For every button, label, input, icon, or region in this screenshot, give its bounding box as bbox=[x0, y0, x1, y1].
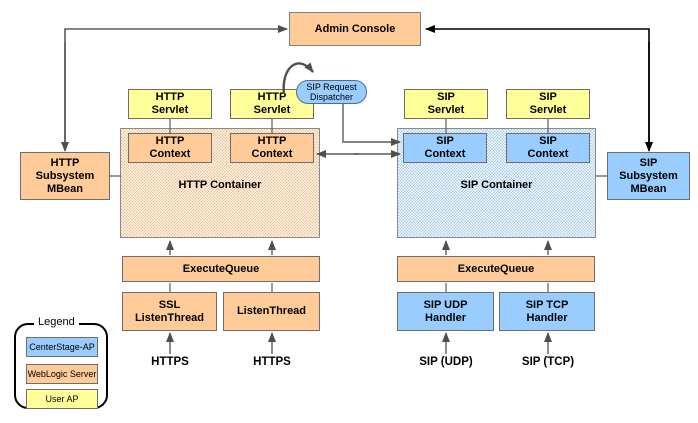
http-servlet-node-1: HTTP Servlet bbox=[128, 89, 212, 119]
protocol-label-sip-tcp: SIP (TCP) bbox=[521, 356, 575, 368]
sip-servlet-node-1: SIP Servlet bbox=[404, 89, 488, 119]
legend-title: Legend bbox=[34, 316, 79, 328]
sip-servlet-node-2: SIP Servlet bbox=[506, 89, 590, 119]
protocol-label-sip-udp: SIP (UDP) bbox=[419, 356, 473, 368]
protocol-label-https-2: HTTPS bbox=[253, 356, 291, 368]
sip-container-label: SIP Container bbox=[460, 179, 533, 191]
sip-context-node-2: SIP Context bbox=[506, 133, 590, 163]
http-subsystem-mbean-node: HTTP Subsystem MBean bbox=[20, 152, 110, 200]
legend-item-user-ap: User AP bbox=[26, 389, 98, 409]
legend-item-centerstage-ap: CenterStage-AP bbox=[26, 337, 98, 357]
sip-request-dispatcher-node: SIP Request Dispatcher bbox=[296, 80, 367, 104]
sip-execute-queue-node: ExecuteQueue bbox=[397, 256, 595, 282]
http-container-label: HTTP Container bbox=[178, 179, 262, 191]
line-thread-queue-connectors bbox=[169, 283, 549, 292]
legend: Legend CenterStage-AP WebLogic Server Us… bbox=[14, 316, 108, 409]
protocol-label-https-1: HTTPS bbox=[151, 356, 189, 368]
ssl-listen-thread-node: SSL ListenThread bbox=[122, 292, 217, 331]
legend-item-weblogic-server: WebLogic Server bbox=[26, 364, 98, 384]
sip-tcp-handler-node: SIP TCP Handler bbox=[499, 292, 595, 331]
sip-udp-handler-node: SIP UDP Handler bbox=[397, 292, 494, 331]
listen-thread-node: ListenThread bbox=[223, 292, 320, 331]
sip-subsystem-mbean-node: SIP Subsystem MBean bbox=[607, 152, 690, 200]
http-context-node-1: HTTP Context bbox=[128, 133, 212, 163]
sip-context-node-1: SIP Context bbox=[403, 133, 487, 163]
http-context-node-2: HTTP Context bbox=[230, 133, 314, 163]
arrow-dispatcher-to-sip-context bbox=[342, 104, 401, 146]
http-execute-queue-node: ExecuteQueue bbox=[122, 256, 320, 282]
admin-console-node: Admin Console bbox=[289, 12, 421, 46]
